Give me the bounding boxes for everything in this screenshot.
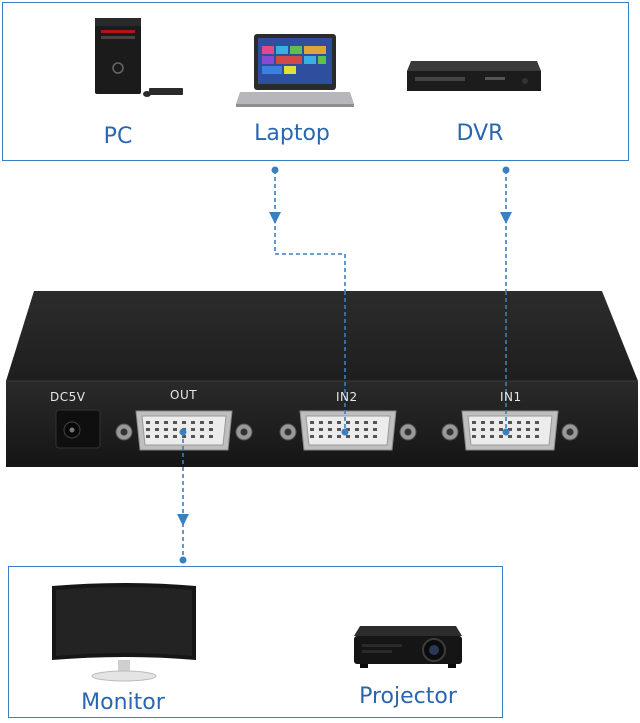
pc-label: PC: [103, 124, 133, 149]
laptop-label: Laptop: [254, 121, 330, 146]
monitor-image: [48, 580, 200, 688]
in1-port-label: IN1: [500, 390, 522, 404]
laptop-image: [236, 32, 354, 108]
projector-label: Projector: [359, 684, 457, 709]
in2-port-label: IN2: [336, 390, 358, 404]
pc-image: [93, 16, 188, 101]
projector-image: [350, 622, 465, 672]
dvr-label: DVR: [456, 121, 504, 146]
dc5v-label: DC5V: [50, 390, 86, 404]
out-port-label: OUT: [170, 388, 198, 402]
monitor-label: Monitor: [81, 690, 165, 715]
dvr-image: [405, 57, 543, 97]
